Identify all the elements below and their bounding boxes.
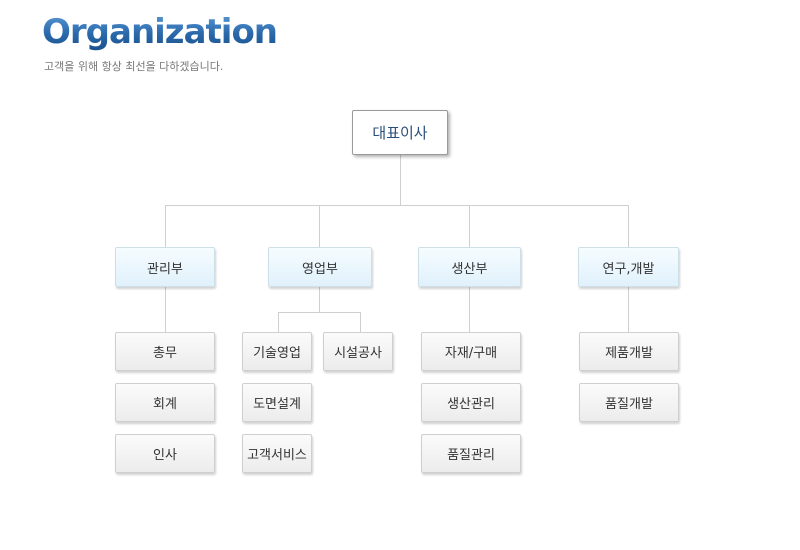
team-facility-construction: 시설공사: [323, 332, 393, 371]
team-quality-management: 품질관리: [421, 434, 521, 473]
connector-sales-bus: [278, 312, 361, 313]
connector-dept-4: [628, 205, 629, 248]
team-accounting: 회계: [115, 383, 215, 422]
team-product-development: 제품개발: [579, 332, 679, 371]
connector-dept-2: [319, 205, 320, 248]
team-materials-purchasing: 자재/구매: [421, 332, 521, 371]
team-production-management: 생산관리: [421, 383, 521, 422]
connector-sales-right: [360, 312, 361, 333]
connector-admin-teams: [165, 287, 166, 333]
dept-admin: 관리부: [115, 247, 215, 287]
connector-dept-bus: [165, 205, 629, 206]
connector-sales-trunk: [319, 287, 320, 312]
connector-sales-left: [278, 312, 279, 333]
team-quality-development: 품질개발: [579, 383, 679, 422]
team-drawing-design: 도면설계: [242, 383, 312, 422]
page-title: Organization: [42, 12, 278, 52]
page-subtitle: 고객을 위해 항상 최선을 다하겠습니다.: [44, 60, 224, 73]
connector-dept-1: [165, 205, 166, 248]
dept-rnd: 연구,개발: [578, 247, 679, 287]
connector-rnd-teams: [628, 287, 629, 333]
connector-ceo-trunk: [400, 155, 401, 205]
dept-sales: 영업부: [268, 247, 372, 287]
dept-production: 생산부: [418, 247, 521, 287]
connector-production-teams: [469, 287, 470, 333]
ceo-box: 대표이사: [352, 110, 448, 155]
team-hr: 인사: [115, 434, 215, 473]
team-general-affairs: 총무: [115, 332, 215, 371]
team-technical-sales: 기술영업: [242, 332, 312, 371]
connector-dept-3: [469, 205, 470, 248]
team-customer-service: 고객서비스: [242, 434, 312, 473]
